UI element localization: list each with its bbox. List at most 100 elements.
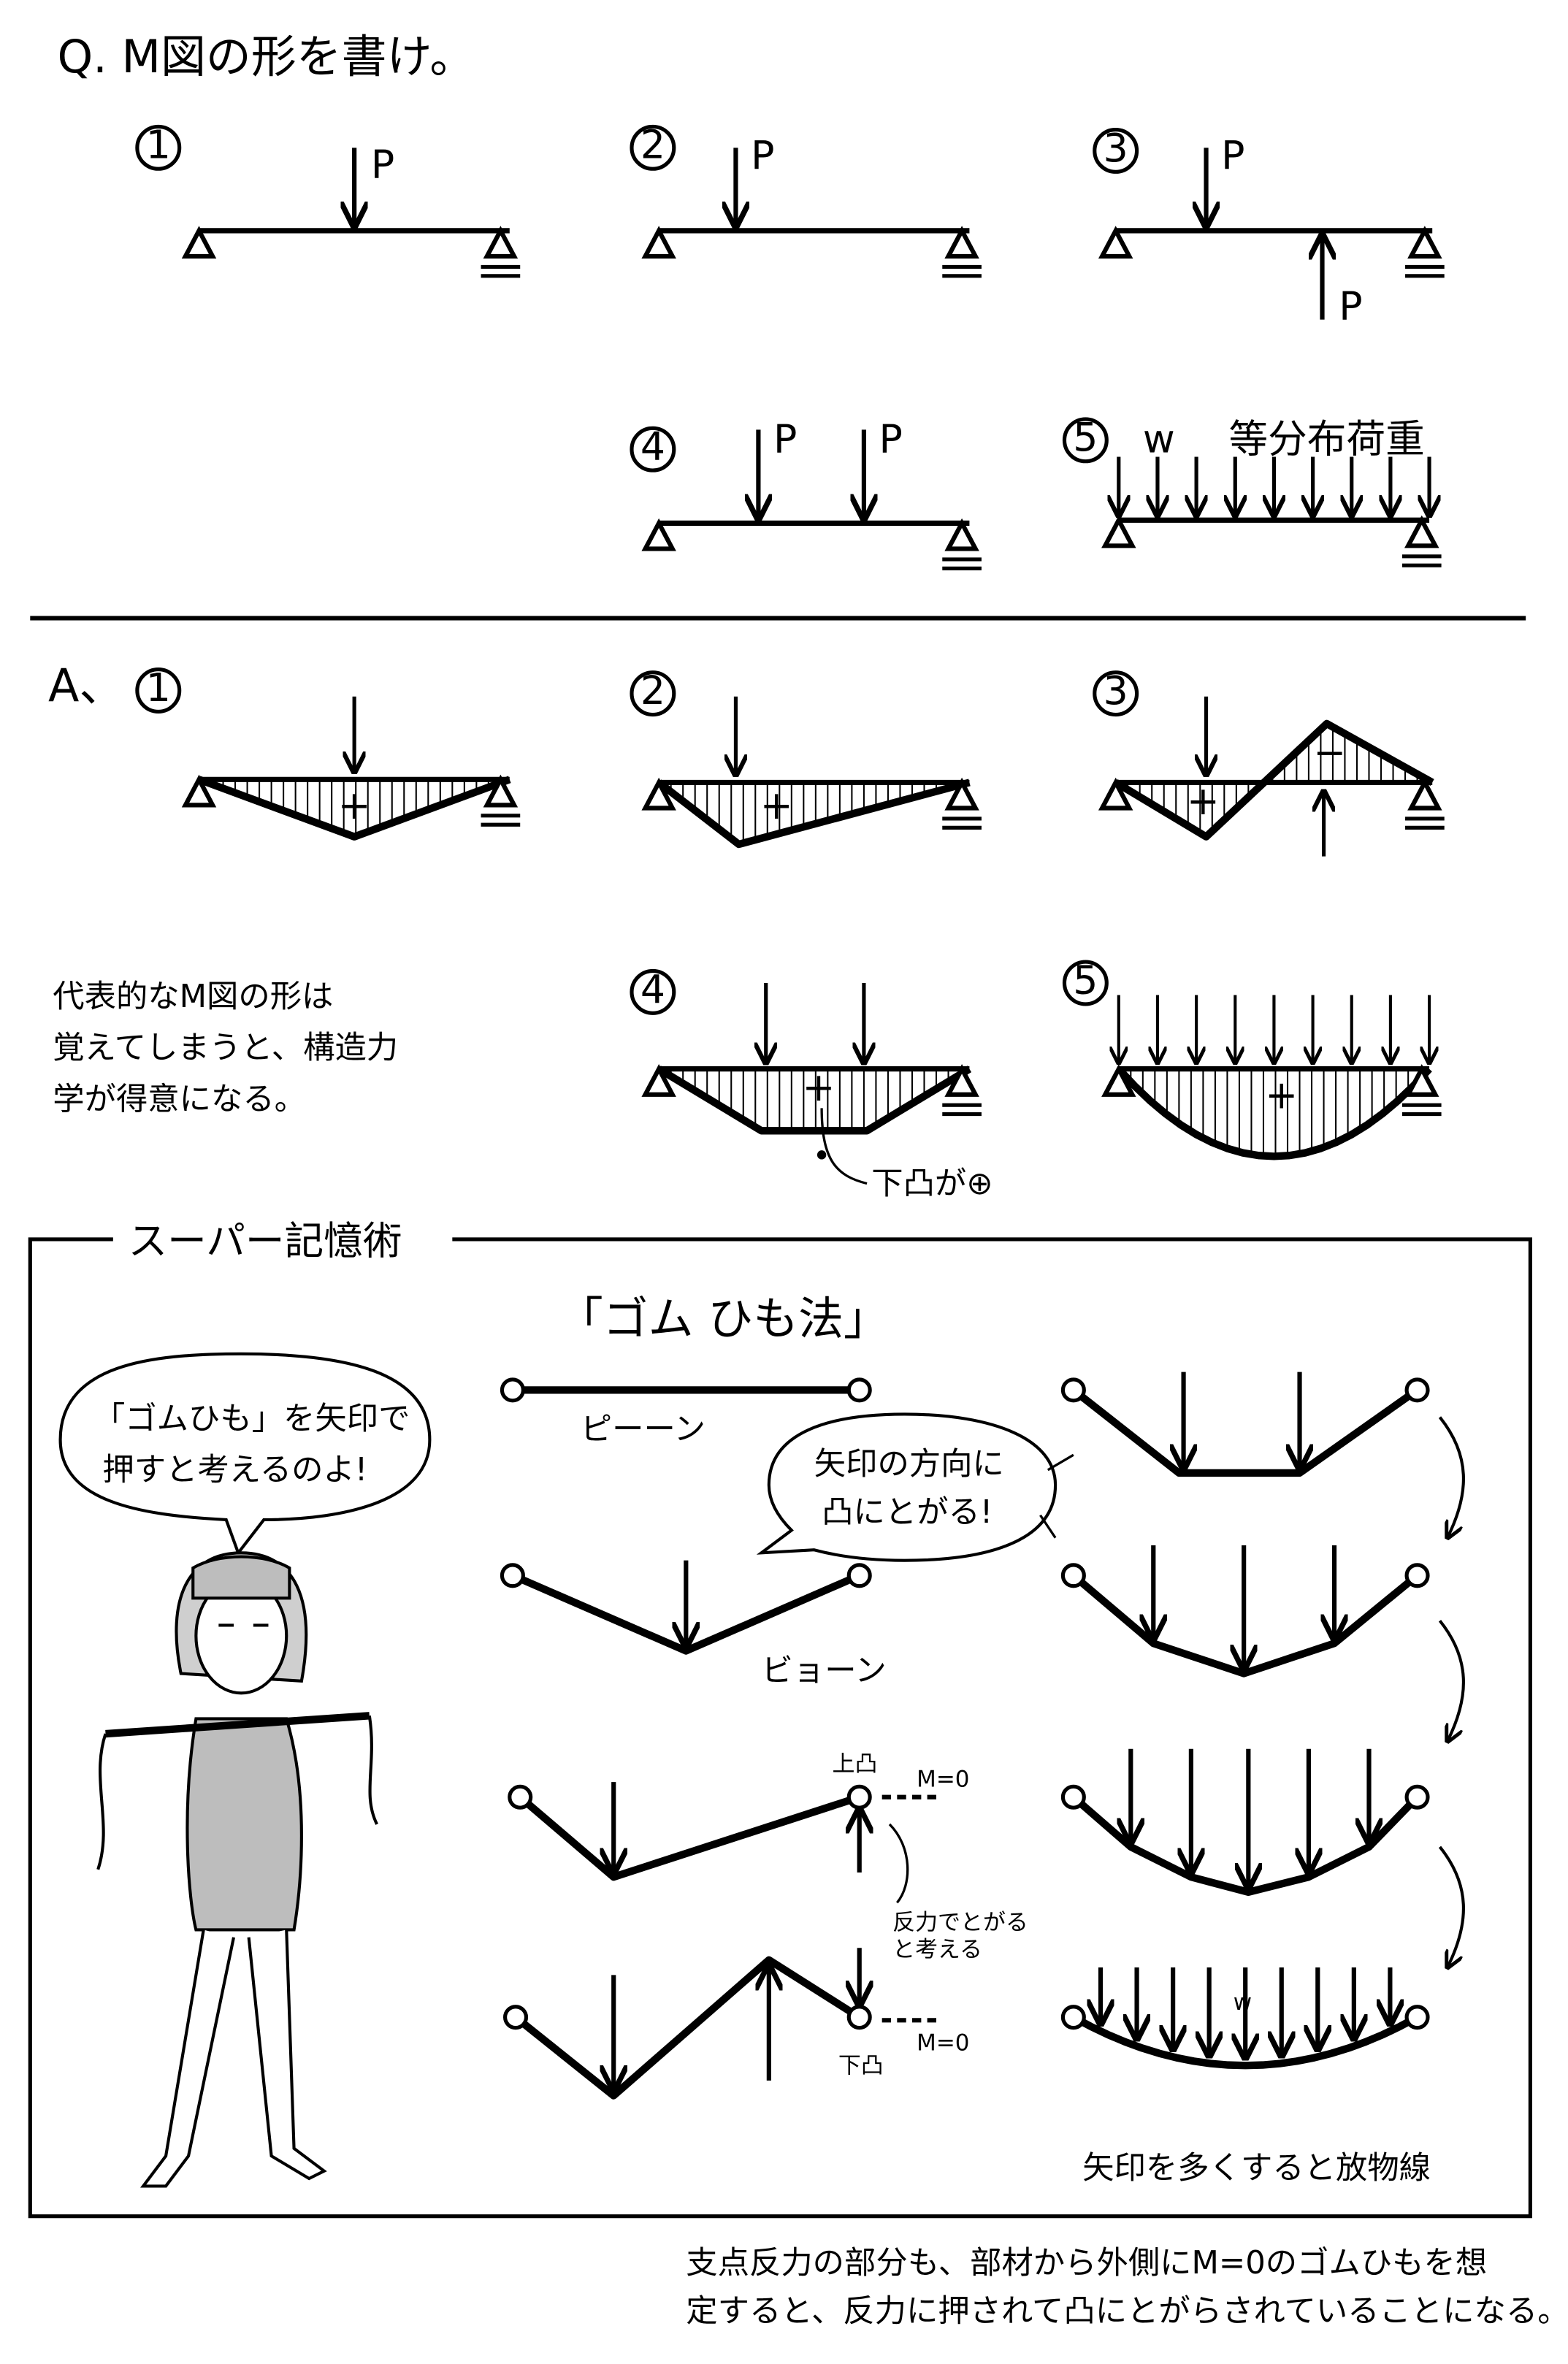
flow-arrow	[1438, 1619, 1465, 1741]
upper-convex-label: 上凸	[833, 1751, 878, 1778]
end-pin	[1404, 1377, 1430, 1403]
footer-line: 定すると、反力に押されて凸にとがらされていることになる。	[686, 2293, 1568, 2330]
moment-diagram	[656, 779, 971, 849]
number-circle	[135, 667, 182, 714]
pin-support	[641, 226, 676, 259]
end-pin	[500, 1377, 525, 1403]
load-label-p: P	[773, 416, 797, 462]
sfx-stretch: ビョーン	[762, 1653, 887, 1689]
problem-number: 2	[640, 667, 665, 714]
problem-number: 3	[1104, 667, 1128, 714]
rubber-band	[1071, 2013, 1419, 2070]
m-zero-label: M=0	[917, 2030, 969, 2057]
problem-number: 3	[1104, 125, 1128, 171]
end-pin	[508, 1784, 533, 1810]
problem-number: 4	[640, 966, 665, 1012]
end-pin	[1060, 1784, 1086, 1810]
reaction-note: と考える	[892, 1937, 982, 1963]
reaction-note: 反力でとがる	[892, 1909, 1028, 1935]
end-pin	[1404, 1563, 1430, 1588]
roller-support	[1404, 1064, 1439, 1097]
rubber-band	[1071, 1794, 1420, 1896]
number-circle	[630, 968, 676, 1015]
flow-arrow	[1438, 1416, 1465, 1538]
woman-illustration	[96, 1551, 378, 2188]
rubber-band	[105, 1712, 370, 1738]
roller-support	[944, 777, 979, 811]
answer-note: 代表的なM図の形は 覚えてしまうと、構造力 学が得意になる。	[53, 979, 398, 1117]
rubber-band	[513, 1956, 862, 2100]
moment-sign: +	[1265, 1071, 1298, 1117]
number-circle	[630, 426, 676, 473]
moment-sign: +	[1187, 778, 1220, 824]
problem-number: 5	[1073, 414, 1098, 460]
end-pin	[1060, 1377, 1086, 1403]
roller-support	[944, 1064, 979, 1097]
sfx-taut: ピーーン	[581, 1412, 705, 1448]
method-title: 「ゴム ひも法」	[558, 1293, 889, 1345]
pin-support	[641, 777, 676, 811]
moment-sign: +	[760, 782, 793, 828]
end-pin	[846, 1563, 872, 1588]
end-pin	[1404, 2005, 1430, 2030]
moment-diagram	[197, 776, 511, 841]
number-circle	[630, 124, 676, 171]
load-label-p: P	[1221, 132, 1244, 178]
moment-diagram	[1116, 1066, 1432, 1160]
parabola-note: 矢印を多くすると放物線	[1082, 2150, 1431, 2187]
problem-number: 1	[146, 665, 171, 711]
moment-diagram	[657, 1066, 972, 1135]
load-symbol-w: w	[1234, 1989, 1252, 2016]
end-pin	[846, 1377, 872, 1403]
load-label-p: P	[751, 132, 774, 178]
number-circle	[135, 124, 182, 171]
roller-support	[483, 774, 519, 808]
moment-sign: −	[1313, 730, 1346, 776]
annotation-dot	[816, 1150, 827, 1160]
footer-line: 支点反力の部分も、部材から外側にM=0のゴムひもを想	[686, 2245, 1487, 2281]
number-circle	[1062, 960, 1109, 1006]
answer-title: A、	[48, 659, 124, 712]
number-circle	[1093, 670, 1139, 717]
pin-support	[1101, 1064, 1136, 1097]
end-pin	[500, 1563, 525, 1588]
pin-support	[181, 226, 217, 259]
load-symbol-w: w	[1143, 416, 1175, 462]
problem-number: 5	[1073, 957, 1098, 1003]
question-title: Q. M図の形を書け。	[57, 31, 475, 83]
rubber-band	[1071, 1572, 1420, 1678]
number-circle	[1093, 127, 1139, 174]
rubber-band	[517, 1793, 861, 1881]
end-pin	[1404, 1784, 1430, 1810]
bubble-text: 押すと考えるのよ!	[102, 1452, 367, 1488]
speech-bubble-right: 矢印の方向に 凸にとがる!	[756, 1412, 1074, 1562]
note-line: 代表的なM図の形は	[53, 979, 333, 1015]
load-label-p: P	[371, 142, 394, 188]
number-circle	[630, 670, 676, 717]
memory-box-frame	[28, 1237, 1532, 2219]
roller-support	[1404, 515, 1439, 548]
load-name: 等分布荷重	[1229, 416, 1425, 462]
annotation-lower-convex-plus: 下凸が⊕	[871, 1166, 993, 1202]
rubber-band	[510, 1572, 861, 1655]
rubber-band-diagrams-left	[500, 1377, 872, 2100]
end-pin	[1060, 2005, 1086, 2030]
note-line: 学が得意になる。	[53, 1081, 306, 1117]
note-line: 覚えてしまうと、構造力	[53, 1030, 398, 1066]
m-zero-label: M=0	[917, 1766, 969, 1792]
moment-sign: +	[802, 1064, 835, 1110]
roller-support	[944, 226, 979, 259]
pin-support	[181, 774, 217, 808]
annotation-leader	[820, 1108, 868, 1185]
number-circle	[1062, 417, 1109, 464]
pin-support	[1101, 515, 1136, 548]
bubble-text: 矢印の方向に	[814, 1446, 1004, 1483]
flow-arrow	[1438, 1845, 1465, 1967]
speech-bubble-left: 「ゴムひも」を矢印で 押すと考えるのよ!	[58, 1352, 432, 1556]
end-pin	[846, 1784, 872, 1810]
load-label-p: P	[1339, 283, 1362, 329]
problem-number: 2	[640, 122, 665, 168]
memory-box-title-bg	[112, 1221, 453, 1261]
memory-box-title: スーパー記憶術	[128, 1218, 402, 1264]
